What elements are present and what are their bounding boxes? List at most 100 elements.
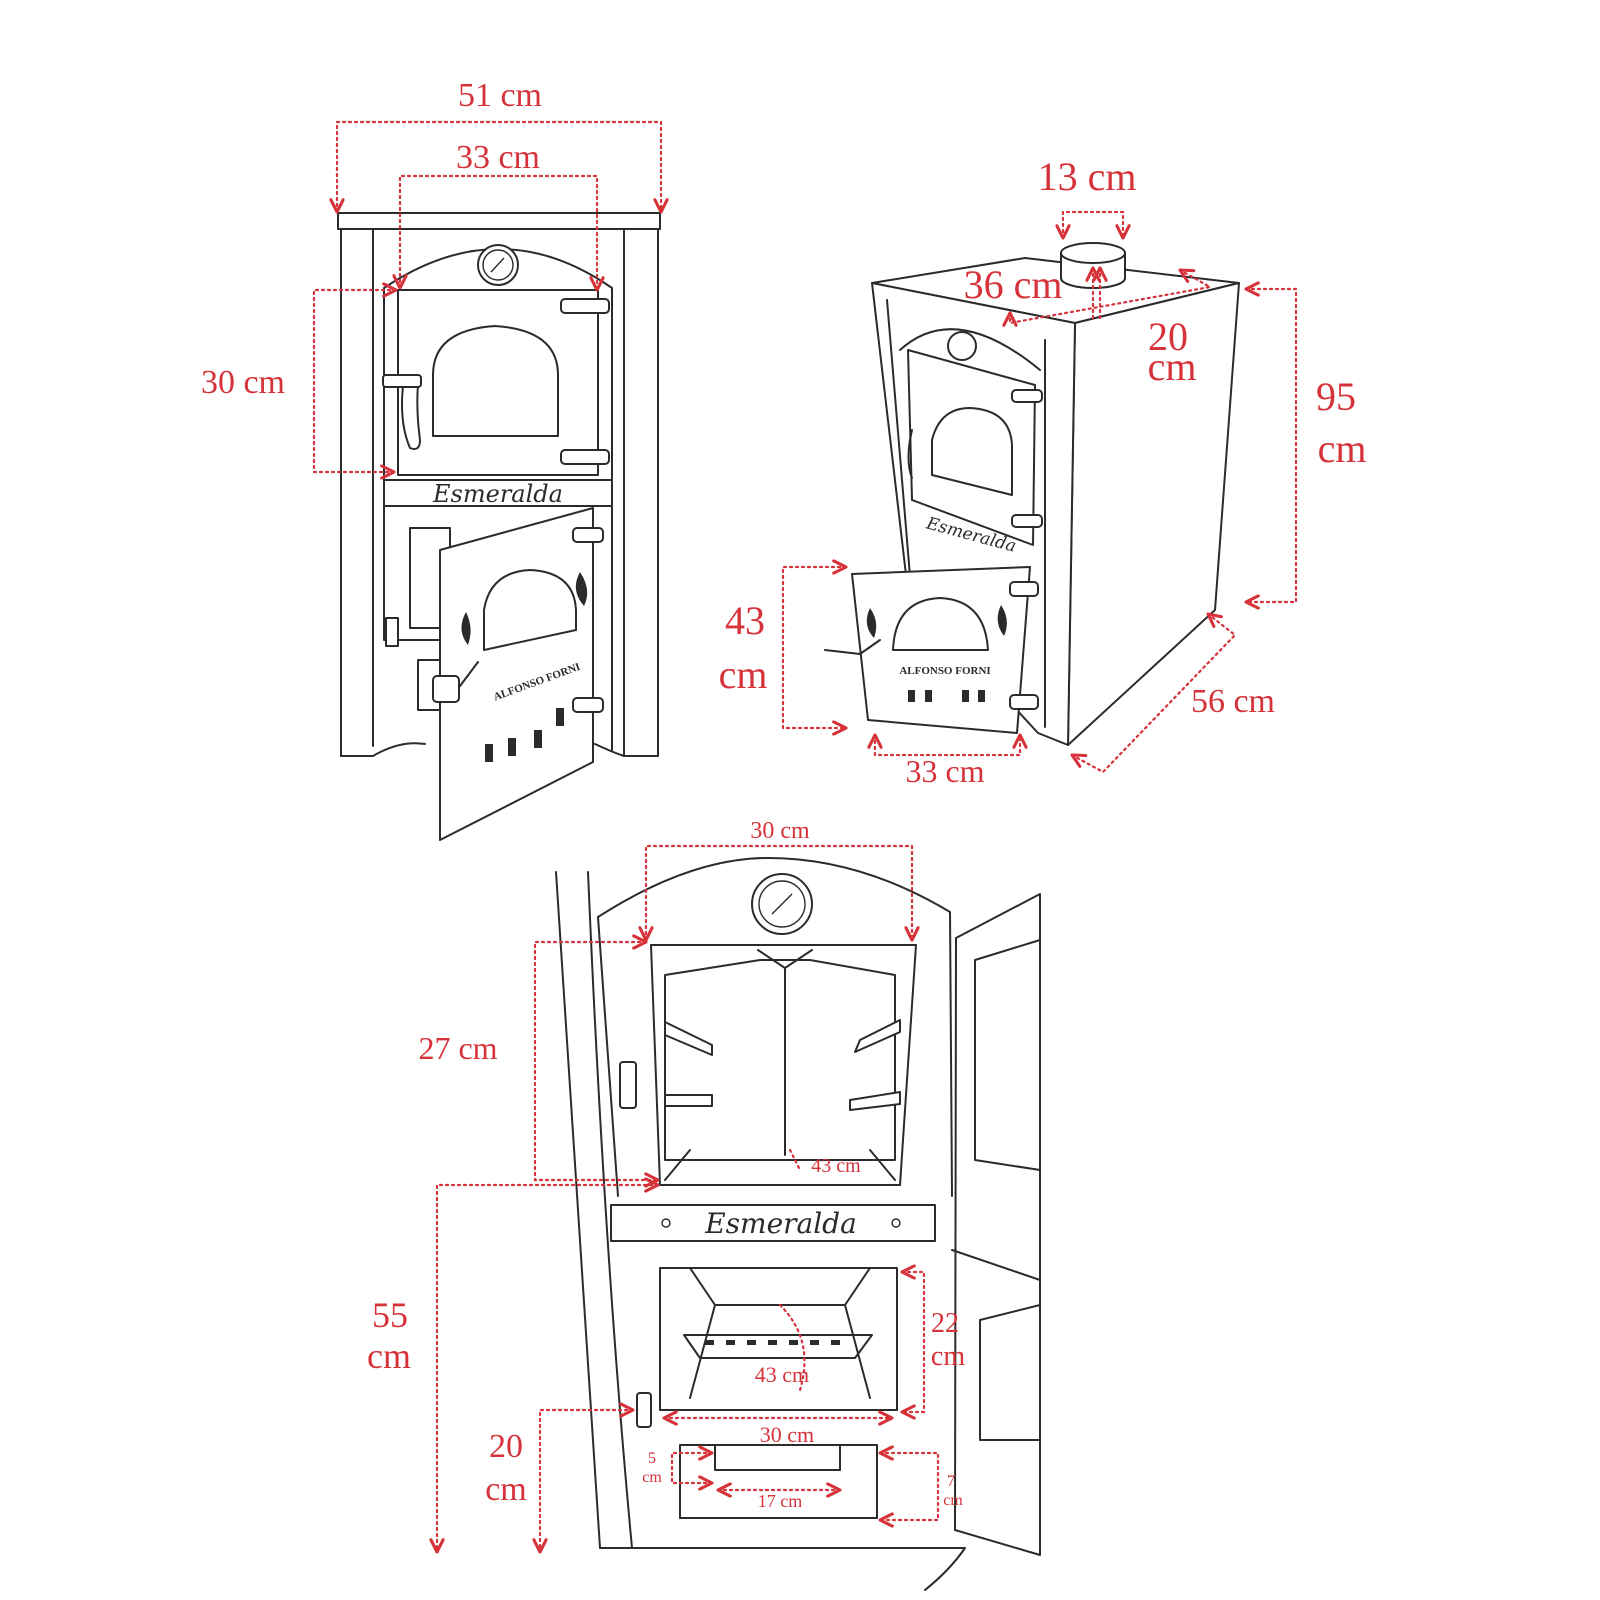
dim-label-43-firebox: 43 cm: [755, 1362, 809, 1387]
ash-tray: [714, 1444, 841, 1471]
dim-label-30-oven: 30 cm: [750, 818, 810, 844]
front-base: [340, 742, 659, 757]
dim-label-43b: cm: [719, 652, 768, 697]
dim-label-20a-ash: 20: [489, 1428, 523, 1465]
dim-line-36: [1002, 268, 1214, 327]
dim-label-33: 33 cm: [456, 139, 540, 176]
vent-slots-icon: [485, 708, 564, 762]
persp-upper-door: [907, 349, 1036, 546]
dim-label-20b-ash: cm: [485, 1471, 527, 1508]
int-latch-icon: [619, 1061, 637, 1109]
hinge-icon: [572, 697, 604, 713]
firebox-latch-icon: [636, 1392, 652, 1428]
dim-line-33: [392, 174, 605, 292]
front-upper-door: [397, 289, 599, 476]
front-lower-window: [483, 569, 577, 651]
front-cabinet-sides: [340, 228, 659, 757]
dim-line-95: [1244, 281, 1298, 610]
lower-door-handle-icon: [432, 675, 460, 703]
dim-label-43a: 43: [725, 598, 765, 643]
dim-label-43-oven: 43 cm: [811, 1155, 861, 1177]
oven-back-wall: [664, 959, 896, 1161]
int-brand-plate: [610, 1204, 936, 1242]
dim-label-7a: 7: [947, 1473, 955, 1490]
dim-line-51: [329, 120, 669, 214]
dim-label-95b: cm: [1318, 426, 1367, 471]
dim-label-30-firebox: 30 cm: [760, 1422, 814, 1447]
dim-label-20a: 20: [1148, 314, 1188, 359]
firebox: [659, 1267, 898, 1411]
front-top-slab: [337, 212, 661, 230]
grate-icon: [683, 1334, 873, 1359]
latch-icon: [385, 617, 399, 647]
upper-door-handle-icon: [401, 377, 421, 450]
dim-label-17: 17 cm: [758, 1491, 803, 1511]
perspective-view: Esmeralda ALFONSO FORNI 13 cm 36 cm 20 c…: [719, 154, 1367, 789]
dim-label-20b: cm: [1148, 344, 1197, 389]
dim-label-7b: cm: [943, 1492, 963, 1509]
dim-line-55: [429, 1177, 660, 1554]
dim-line-30: [312, 282, 398, 480]
hinge-icon: [560, 298, 610, 314]
dim-line-7: [878, 1445, 940, 1528]
dim-label-56: 56 cm: [1191, 683, 1275, 720]
dim-line-22: [900, 1264, 926, 1420]
dim-label-36: 36 cm: [964, 262, 1063, 307]
int-open-door: [954, 893, 1041, 1556]
int-base: [599, 1547, 966, 1591]
interior-view: Esmeralda 30 cm 27 cm 43 cm 55 cm 22 cm …: [367, 818, 1041, 1591]
hinge-icon: [1011, 514, 1043, 528]
dim-label-30: 30 cm: [201, 364, 285, 401]
front-view: Esmeralda ALFONSO FORNI 51 cm 33 cm 30 c…: [201, 77, 669, 841]
int-door-panels: [951, 939, 1041, 1441]
int-arch-face: [597, 857, 953, 1197]
dim-label-55a: 55: [372, 1295, 408, 1335]
flue-top: [1060, 242, 1126, 264]
front-upper-window: [432, 325, 559, 437]
dim-label-22a: 22: [931, 1308, 959, 1339]
dim-line-13: [1055, 210, 1131, 240]
dim-line-5: [670, 1445, 714, 1491]
hinge-icon: [1009, 581, 1039, 597]
dim-line-20-ash: [532, 1402, 635, 1554]
hinge-icon: [1011, 389, 1043, 403]
grate-holes: [705, 1340, 840, 1345]
vent-slots-icon: [908, 690, 985, 702]
dim-label-5b: cm: [642, 1469, 662, 1486]
dim-line-30-oven: [638, 844, 920, 942]
dim-label-55b: cm: [367, 1336, 411, 1376]
persp-front-posts: [886, 299, 1046, 728]
hinge-icon: [560, 449, 610, 465]
front-brand-plate: [383, 479, 613, 507]
dim-label-13: 13 cm: [1038, 154, 1137, 199]
dim-label-27: 27 cm: [418, 1030, 497, 1066]
persp-arch: [899, 328, 1041, 371]
dim-label-22b: cm: [931, 1341, 965, 1372]
dim-label-51: 51 cm: [458, 77, 542, 114]
persp-upper-handle-icon: [907, 429, 913, 479]
oven-inner-lines: [664, 949, 896, 1181]
dim-line-43: [781, 559, 848, 736]
front-lower-frame: [383, 505, 613, 751]
persp-upper-window: [931, 407, 1013, 496]
rack-support-icon: [664, 1091, 901, 1111]
front-brand-text: Esmeralda: [432, 480, 563, 508]
persp-lower-window: [892, 597, 989, 651]
dim-label-5a: 5: [648, 1450, 656, 1467]
dim-label-95a: 95: [1316, 374, 1356, 419]
lower-door-handle-bar: [459, 661, 479, 687]
front-lower-door: [439, 507, 594, 841]
dim-line-33b: [867, 733, 1028, 757]
hinge-icon: [1009, 694, 1039, 710]
dim-label-33b: 33 cm: [905, 753, 984, 789]
hinge-icon: [572, 527, 604, 543]
persp-door-brand: ALFONSO FORNI: [899, 665, 990, 677]
rack-support-icon: [664, 1019, 901, 1056]
dim-line-43-oven: [788, 1148, 802, 1172]
oven-cavity: [650, 944, 917, 1186]
int-brand-text: Esmeralda: [704, 1207, 857, 1240]
dim-line-56: [1070, 612, 1237, 774]
persp-thermometer-icon: [947, 331, 977, 361]
